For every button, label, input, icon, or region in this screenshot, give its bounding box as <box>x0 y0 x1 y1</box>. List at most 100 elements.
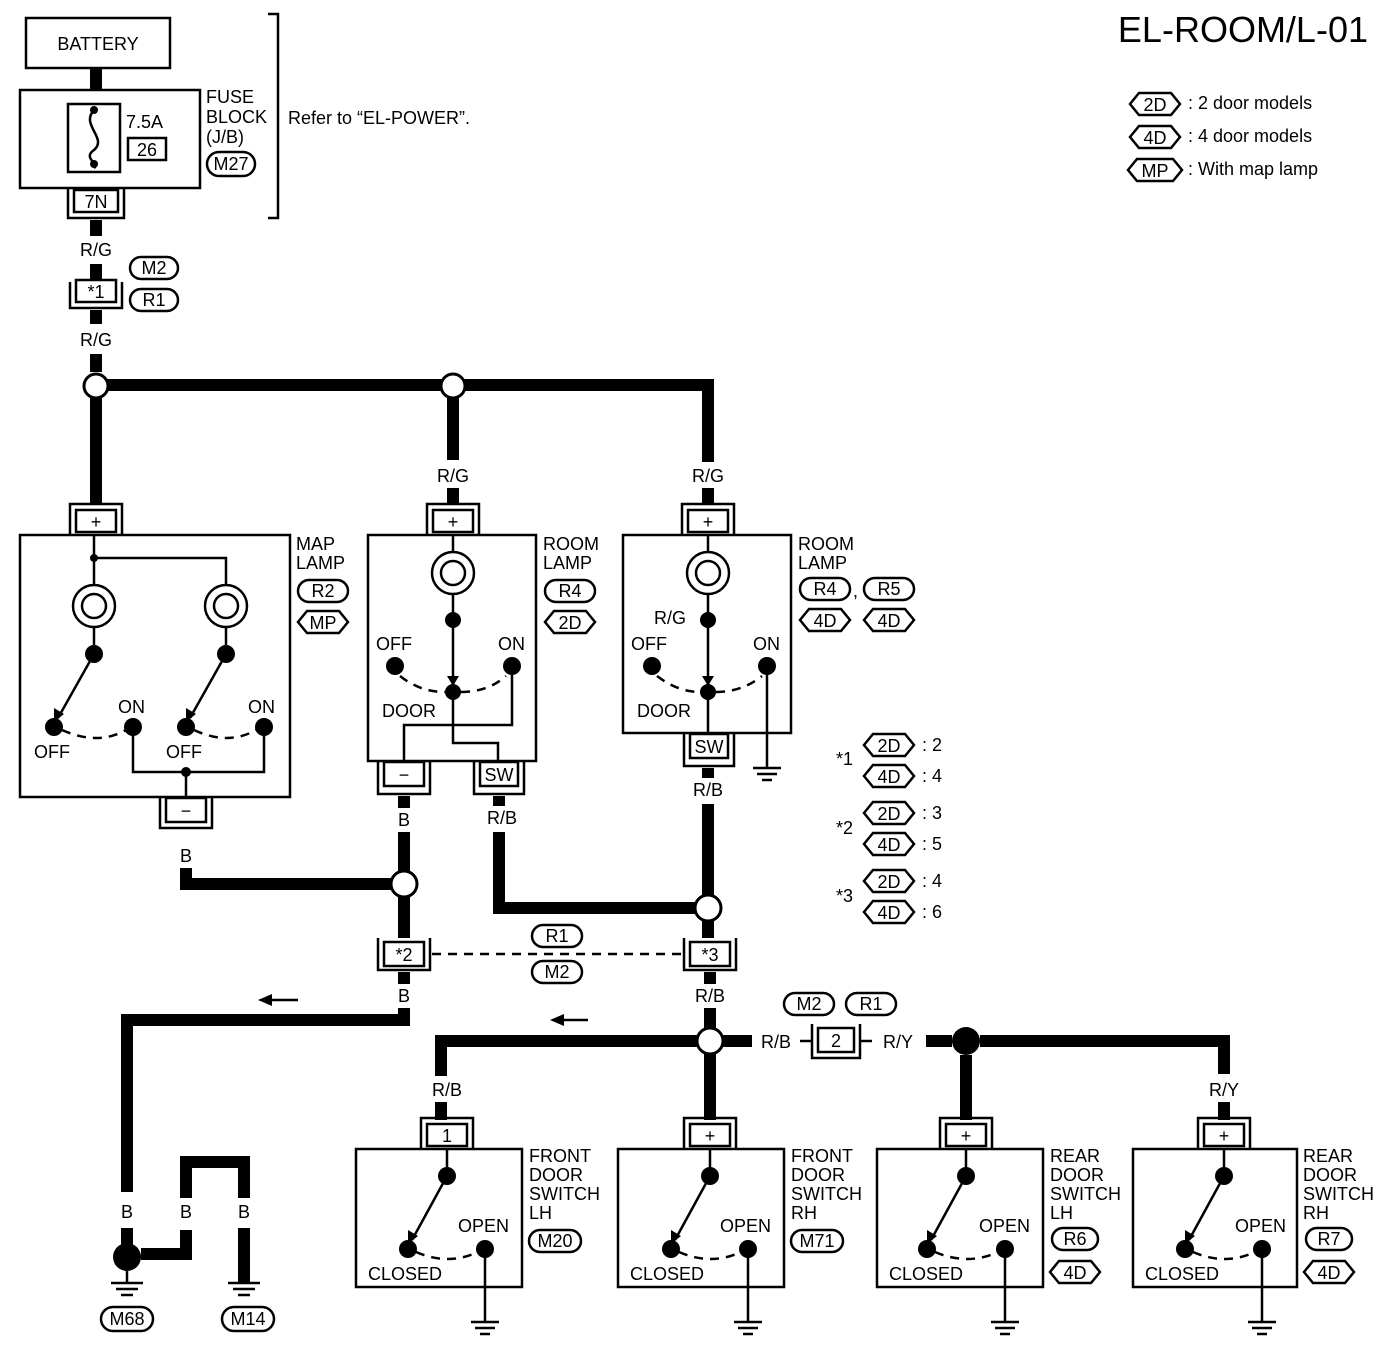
switch-name-2: DOOR <box>1050 1165 1104 1185</box>
splice <box>82 372 110 400</box>
switch-code: M71 <box>799 1231 834 1251</box>
note-value: : 4 <box>922 871 942 891</box>
switch-name-1: FRONT <box>529 1146 591 1166</box>
switch-name-2: DOOR <box>1303 1165 1357 1185</box>
map-lamp-option: MP <box>310 613 337 633</box>
wire-label-rb: R/B <box>695 986 725 1006</box>
wire-label-rg: R/G <box>437 466 469 486</box>
note-mark: *2 <box>836 818 853 838</box>
switch-name-3: SWITCH <box>1050 1184 1121 1204</box>
bulb-icon <box>71 583 117 629</box>
arrow-left-icon <box>258 994 298 1006</box>
legend-code: MP <box>1142 161 1169 181</box>
note-3: *3 2D : 4 4D : 6 <box>836 868 942 925</box>
note-value: : 6 <box>922 902 942 922</box>
fuse-amps: 7.5A <box>126 112 163 132</box>
room-lamp-2d-code: R4 <box>558 581 581 601</box>
ground-m68: M68 <box>109 1309 144 1329</box>
room-lamp-2d-name-2: LAMP <box>543 553 592 573</box>
switch-open: OPEN <box>979 1216 1030 1236</box>
splice <box>439 372 467 400</box>
switch-closed: CLOSED <box>1145 1264 1219 1284</box>
note-value: : 3 <box>922 803 942 823</box>
map-lamp: + OFF ON OFF ON − MAP LAMP R <box>18 502 350 830</box>
switch-name-4: LH <box>529 1203 552 1223</box>
wire-label-b: B <box>180 846 192 866</box>
ground-icon <box>228 1281 260 1297</box>
room-lamp-4d-code-b: R5 <box>877 579 900 599</box>
wire-label-ry: R/Y <box>883 1032 913 1052</box>
note-code: 2D <box>877 804 900 824</box>
door-switch-rear-rh: + CLOSED OPEN REAR DOOR SWITCH RH R7 4D <box>1131 1116 1374 1336</box>
switch-open: OPEN <box>720 1216 771 1236</box>
ground-icon <box>111 1281 143 1297</box>
wire-label-rb: R/B <box>487 808 517 828</box>
room-lamp-2d: + OFF ON DOOR − SW ROOM LAMP R4 2D <box>366 502 599 796</box>
fuse-block-name-3: (J/B) <box>206 127 244 147</box>
room-lamp-4d-sep: , <box>853 581 858 601</box>
room-lamp-4d-inner-wire: R/G <box>654 608 686 628</box>
note-code: 4D <box>877 835 900 855</box>
connector-c2-label: 2 <box>831 1031 841 1051</box>
wire-label-b: B <box>180 1202 192 1222</box>
connector-23-code-a: R1 <box>545 926 568 946</box>
bulb-icon <box>685 550 731 596</box>
switch-name-3: SWITCH <box>1303 1184 1374 1204</box>
switch-name-1: FRONT <box>791 1146 853 1166</box>
room-lamp-2d-on: ON <box>498 634 525 654</box>
connector-1-code-b: R1 <box>142 290 165 310</box>
room-lamp-4d-sw: SW <box>695 737 724 757</box>
room-lamp-4d-option-b: 4D <box>877 611 900 631</box>
splice <box>695 1026 725 1056</box>
splice <box>693 893 723 923</box>
wire-label-rb: R/B <box>761 1032 791 1052</box>
ground-icon <box>753 766 781 782</box>
switch-name-4: LH <box>1050 1203 1073 1223</box>
connector-1-code-a: M2 <box>141 258 166 278</box>
legend-desc: : With map lamp <box>1188 159 1318 179</box>
switch-name-1: REAR <box>1050 1146 1100 1166</box>
splice <box>389 869 419 899</box>
door-switch-rear-lh: + CLOSED OPEN REAR DOOR SWITCH LH R6 4D <box>875 1116 1121 1336</box>
wire-label-rb: R/B <box>432 1080 462 1100</box>
battery: BATTERY <box>24 16 172 70</box>
switch-code: R7 <box>1317 1229 1340 1249</box>
ground-m14: M14 <box>230 1309 265 1329</box>
switch-option: 4D <box>1063 1263 1086 1283</box>
fuse-terminal: 7N <box>84 192 107 212</box>
connector-2-label: *2 <box>395 945 412 965</box>
fuse-block-name-2: BLOCK <box>206 107 267 127</box>
fuse-block-connector: M27 <box>213 154 248 174</box>
legend-desc: : 4 door models <box>1188 126 1312 146</box>
switch-name-2: DOOR <box>529 1165 583 1185</box>
room-lamp-2d-sw: SW <box>485 765 514 785</box>
legend-desc: : 2 door models <box>1188 93 1312 113</box>
refer-text: Refer to “EL-POWER”. <box>288 108 470 128</box>
wire-label-ry: R/Y <box>1209 1080 1239 1100</box>
room-lamp-2d-off: OFF <box>376 634 412 654</box>
wire-label-b: B <box>398 810 410 830</box>
bulb-icon <box>203 583 249 629</box>
legend-code: 2D <box>1143 95 1166 115</box>
map-lamp-on: ON <box>248 697 275 717</box>
switch-closed: CLOSED <box>368 1264 442 1284</box>
switch-terminal: 1 <box>442 1126 452 1146</box>
connector-2-m2-r1: 2 M2 R1 <box>782 991 898 1060</box>
connector-c2-code-b: R1 <box>859 994 882 1014</box>
switch-option: 4D <box>1317 1263 1340 1283</box>
note-mark: *1 <box>836 749 853 769</box>
legend: 2D : 2 door models 4D : 4 door models MP… <box>1126 91 1318 183</box>
switch-name-4: RH <box>791 1203 817 1223</box>
door-switch-front-lh: 1 CLOSED OPEN FRONT DOOR SWITCH LH M20 <box>354 1116 600 1336</box>
room-lamp-2d-name-1: ROOM <box>543 534 599 554</box>
connector-3-label: *3 <box>701 945 718 965</box>
diagram-id: EL-ROOM/L-01 <box>1118 9 1368 50</box>
fuse-block-name-1: FUSE <box>206 87 254 107</box>
note-2: *2 2D : 3 4D : 5 <box>836 800 942 857</box>
note-value: : 4 <box>922 766 942 786</box>
room-lamp-2d-option: 2D <box>558 613 581 633</box>
connector-2: *2 <box>376 938 432 972</box>
map-lamp-off: OFF <box>34 742 70 762</box>
note-1: *1 2D : 2 4D : 4 <box>836 732 942 789</box>
